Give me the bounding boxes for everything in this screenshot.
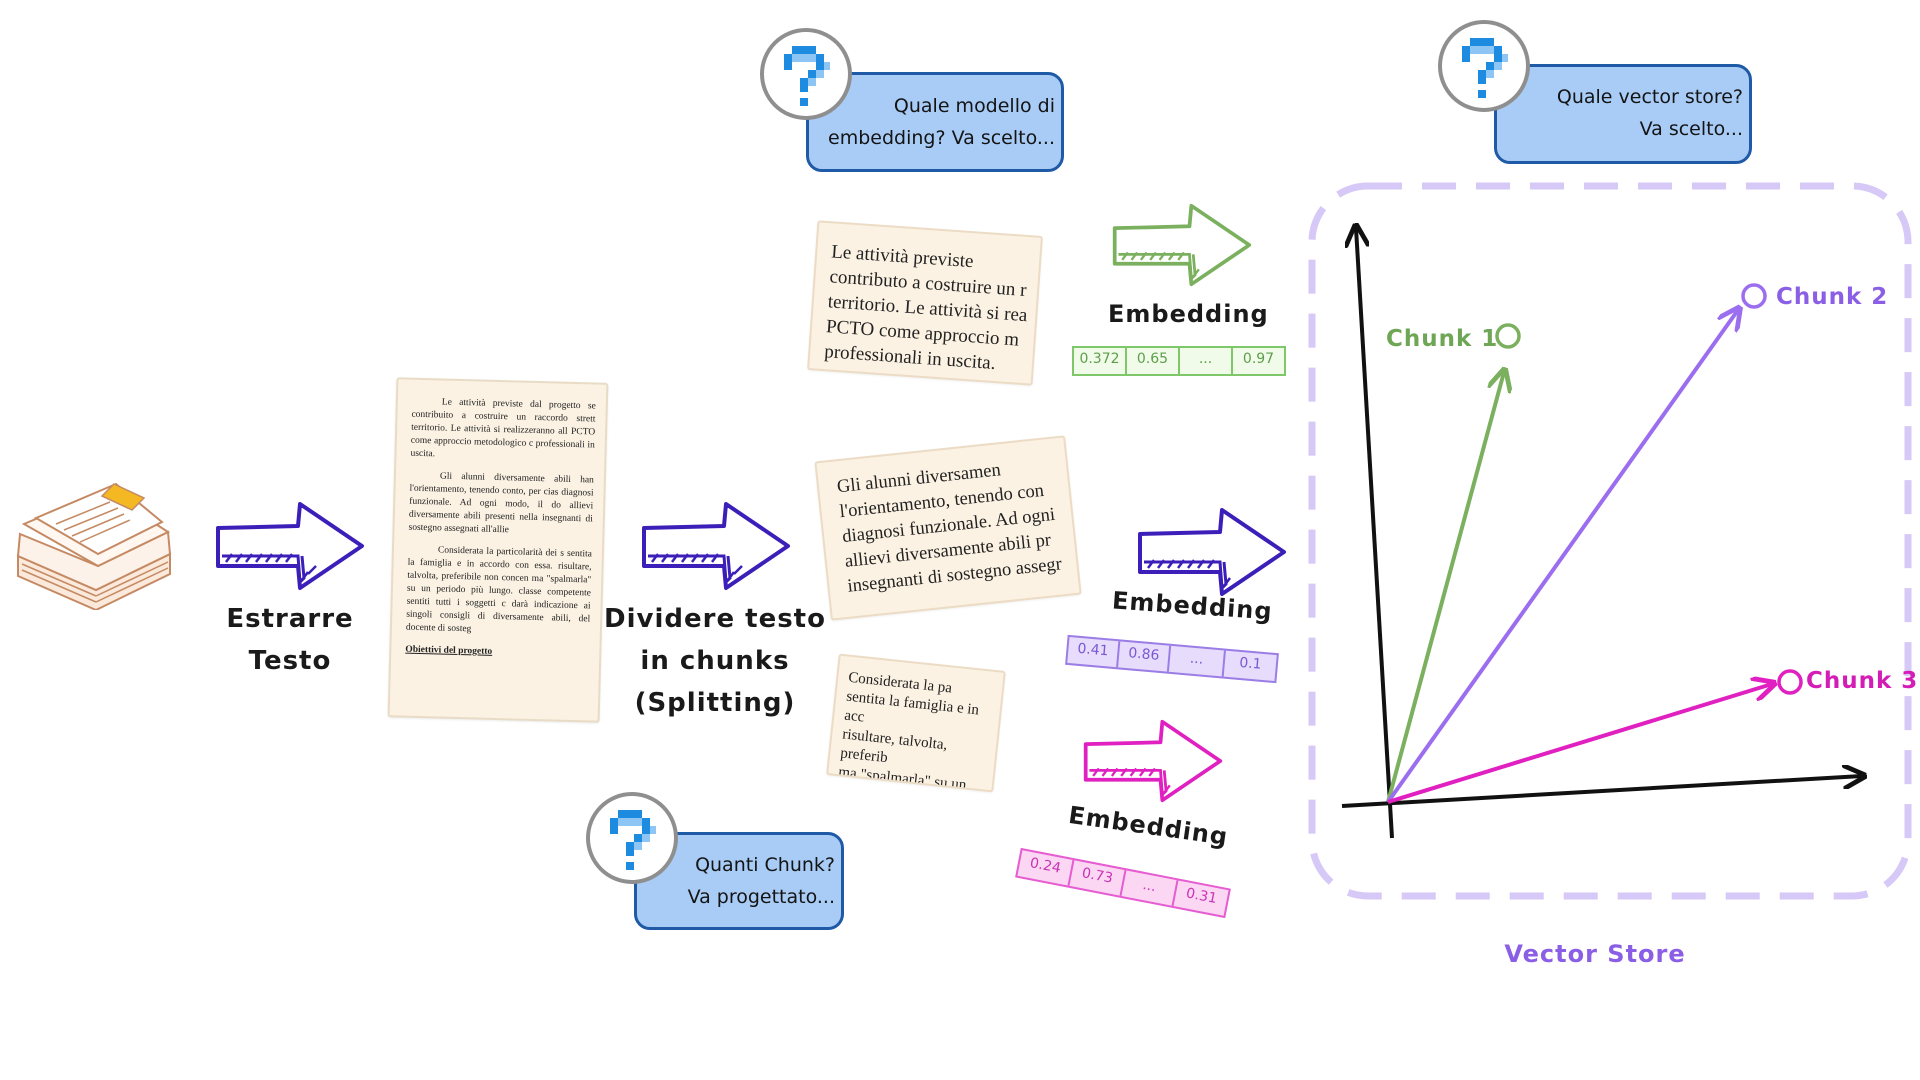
chunk-2-point — [1741, 283, 1767, 309]
split-label-line-3: (Splitting) — [634, 688, 796, 718]
vector-cell: 0.24 — [1017, 850, 1075, 886]
question-line: Quanti Chunk? — [695, 854, 835, 876]
chunk-3-point — [1777, 669, 1803, 695]
chunk-1-vector — [1386, 372, 1504, 803]
document-paragraph: Le attività previste dal progetto se con… — [410, 397, 596, 460]
question-bubble-chunks: Quanti Chunk? Va progettato... — [634, 832, 844, 930]
document-stack-icon — [16, 482, 172, 610]
question-line: Va scelto... — [1639, 118, 1743, 140]
embedding-arrow-green — [1112, 203, 1252, 287]
question-mark-icon — [610, 810, 656, 870]
vector-store-label: Vector Store — [1504, 940, 1686, 968]
question-line: embedding? Va scelto... — [828, 127, 1055, 149]
embedding-vector-2: 0.41 0.86 ... 0.1 — [1065, 634, 1279, 684]
question-line: Quale modello di — [893, 95, 1055, 117]
embedding-label-3: Embedding — [1066, 800, 1230, 852]
x-axis — [1341, 776, 1862, 808]
chunk-3-vector — [1387, 684, 1772, 804]
document-page: Le attività previste dal progetto se con… — [387, 377, 609, 723]
embedding-label-1: Embedding — [1108, 300, 1269, 328]
split-label-line-1: Dividere testo — [604, 604, 826, 634]
embedding-vector-3: 0.24 0.73 ... 0.31 — [1015, 847, 1231, 919]
question-bubble-embedding: Quale modello di embedding? Va scelto... — [806, 72, 1064, 172]
question-bubble-vector-store: Quale vector store? Va scelto... — [1494, 64, 1752, 164]
extract-label-line-1: Estrarre — [226, 604, 354, 634]
y-axis — [1356, 228, 1394, 839]
chunk-2-label: Chunk 2 — [1776, 284, 1889, 310]
extract-text-label: Estrarre Testo — [200, 598, 380, 682]
vector-store-border — [1308, 182, 1912, 900]
vector-cell: 0.65 — [1127, 348, 1180, 374]
chunk-card-2: Gli alunni diversamen l'orientamento, te… — [814, 435, 1082, 621]
vector-cell: ... — [1168, 645, 1226, 677]
extract-label-line-2: Testo — [248, 646, 332, 676]
chunk-1-point — [1495, 323, 1521, 349]
question-line: Quale vector store? — [1556, 86, 1743, 108]
question-mark-icon — [1462, 38, 1508, 98]
embedding-arrow-purple — [1138, 508, 1286, 596]
vector-cell: 0.73 — [1069, 860, 1127, 896]
vector-cell: 0.1 — [1238, 654, 1263, 673]
split-arrow — [642, 502, 790, 590]
vector-cell: 0.86 — [1118, 641, 1172, 672]
extract-arrow — [216, 502, 364, 590]
vector-cell: 0.97 — [1242, 351, 1275, 367]
vector-cell: ... — [1180, 348, 1233, 374]
question-circle — [586, 792, 678, 884]
vector-cell: 0.372 — [1074, 348, 1127, 374]
vector-cell: 0.31 — [1184, 885, 1219, 908]
chunk-2-vector — [1386, 310, 1738, 804]
chunk-card-3: Considerata la pa sentita la famiglia e … — [826, 653, 1006, 793]
chunk-1-label: Chunk 1 — [1386, 326, 1499, 352]
question-mark-icon — [784, 46, 830, 106]
embedding-arrow-pink — [1083, 719, 1223, 803]
split-text-label: Dividere testo in chunks (Splitting) — [600, 598, 830, 724]
document-paragraph: Gli alunni diversamente abili han l'orie… — [408, 471, 594, 536]
split-label-line-2: in chunks — [640, 646, 790, 676]
chunk-3-label: Chunk 3 — [1806, 668, 1919, 694]
chunk-card-1: Le attività previste contributo a costru… — [807, 220, 1043, 386]
document-paragraph: Considerata la particolarità dei s senti… — [405, 545, 593, 635]
vector-cell: ... — [1121, 870, 1179, 907]
vector-cell: 0.41 — [1067, 636, 1121, 668]
question-line: Va progettato... — [687, 886, 835, 908]
vector-store-panel — [1308, 182, 1912, 900]
document-section-title: Obiettivi del progetto — [405, 644, 493, 657]
embedding-vector-1: 0.372 0.65 ... 0.97 — [1072, 346, 1286, 376]
